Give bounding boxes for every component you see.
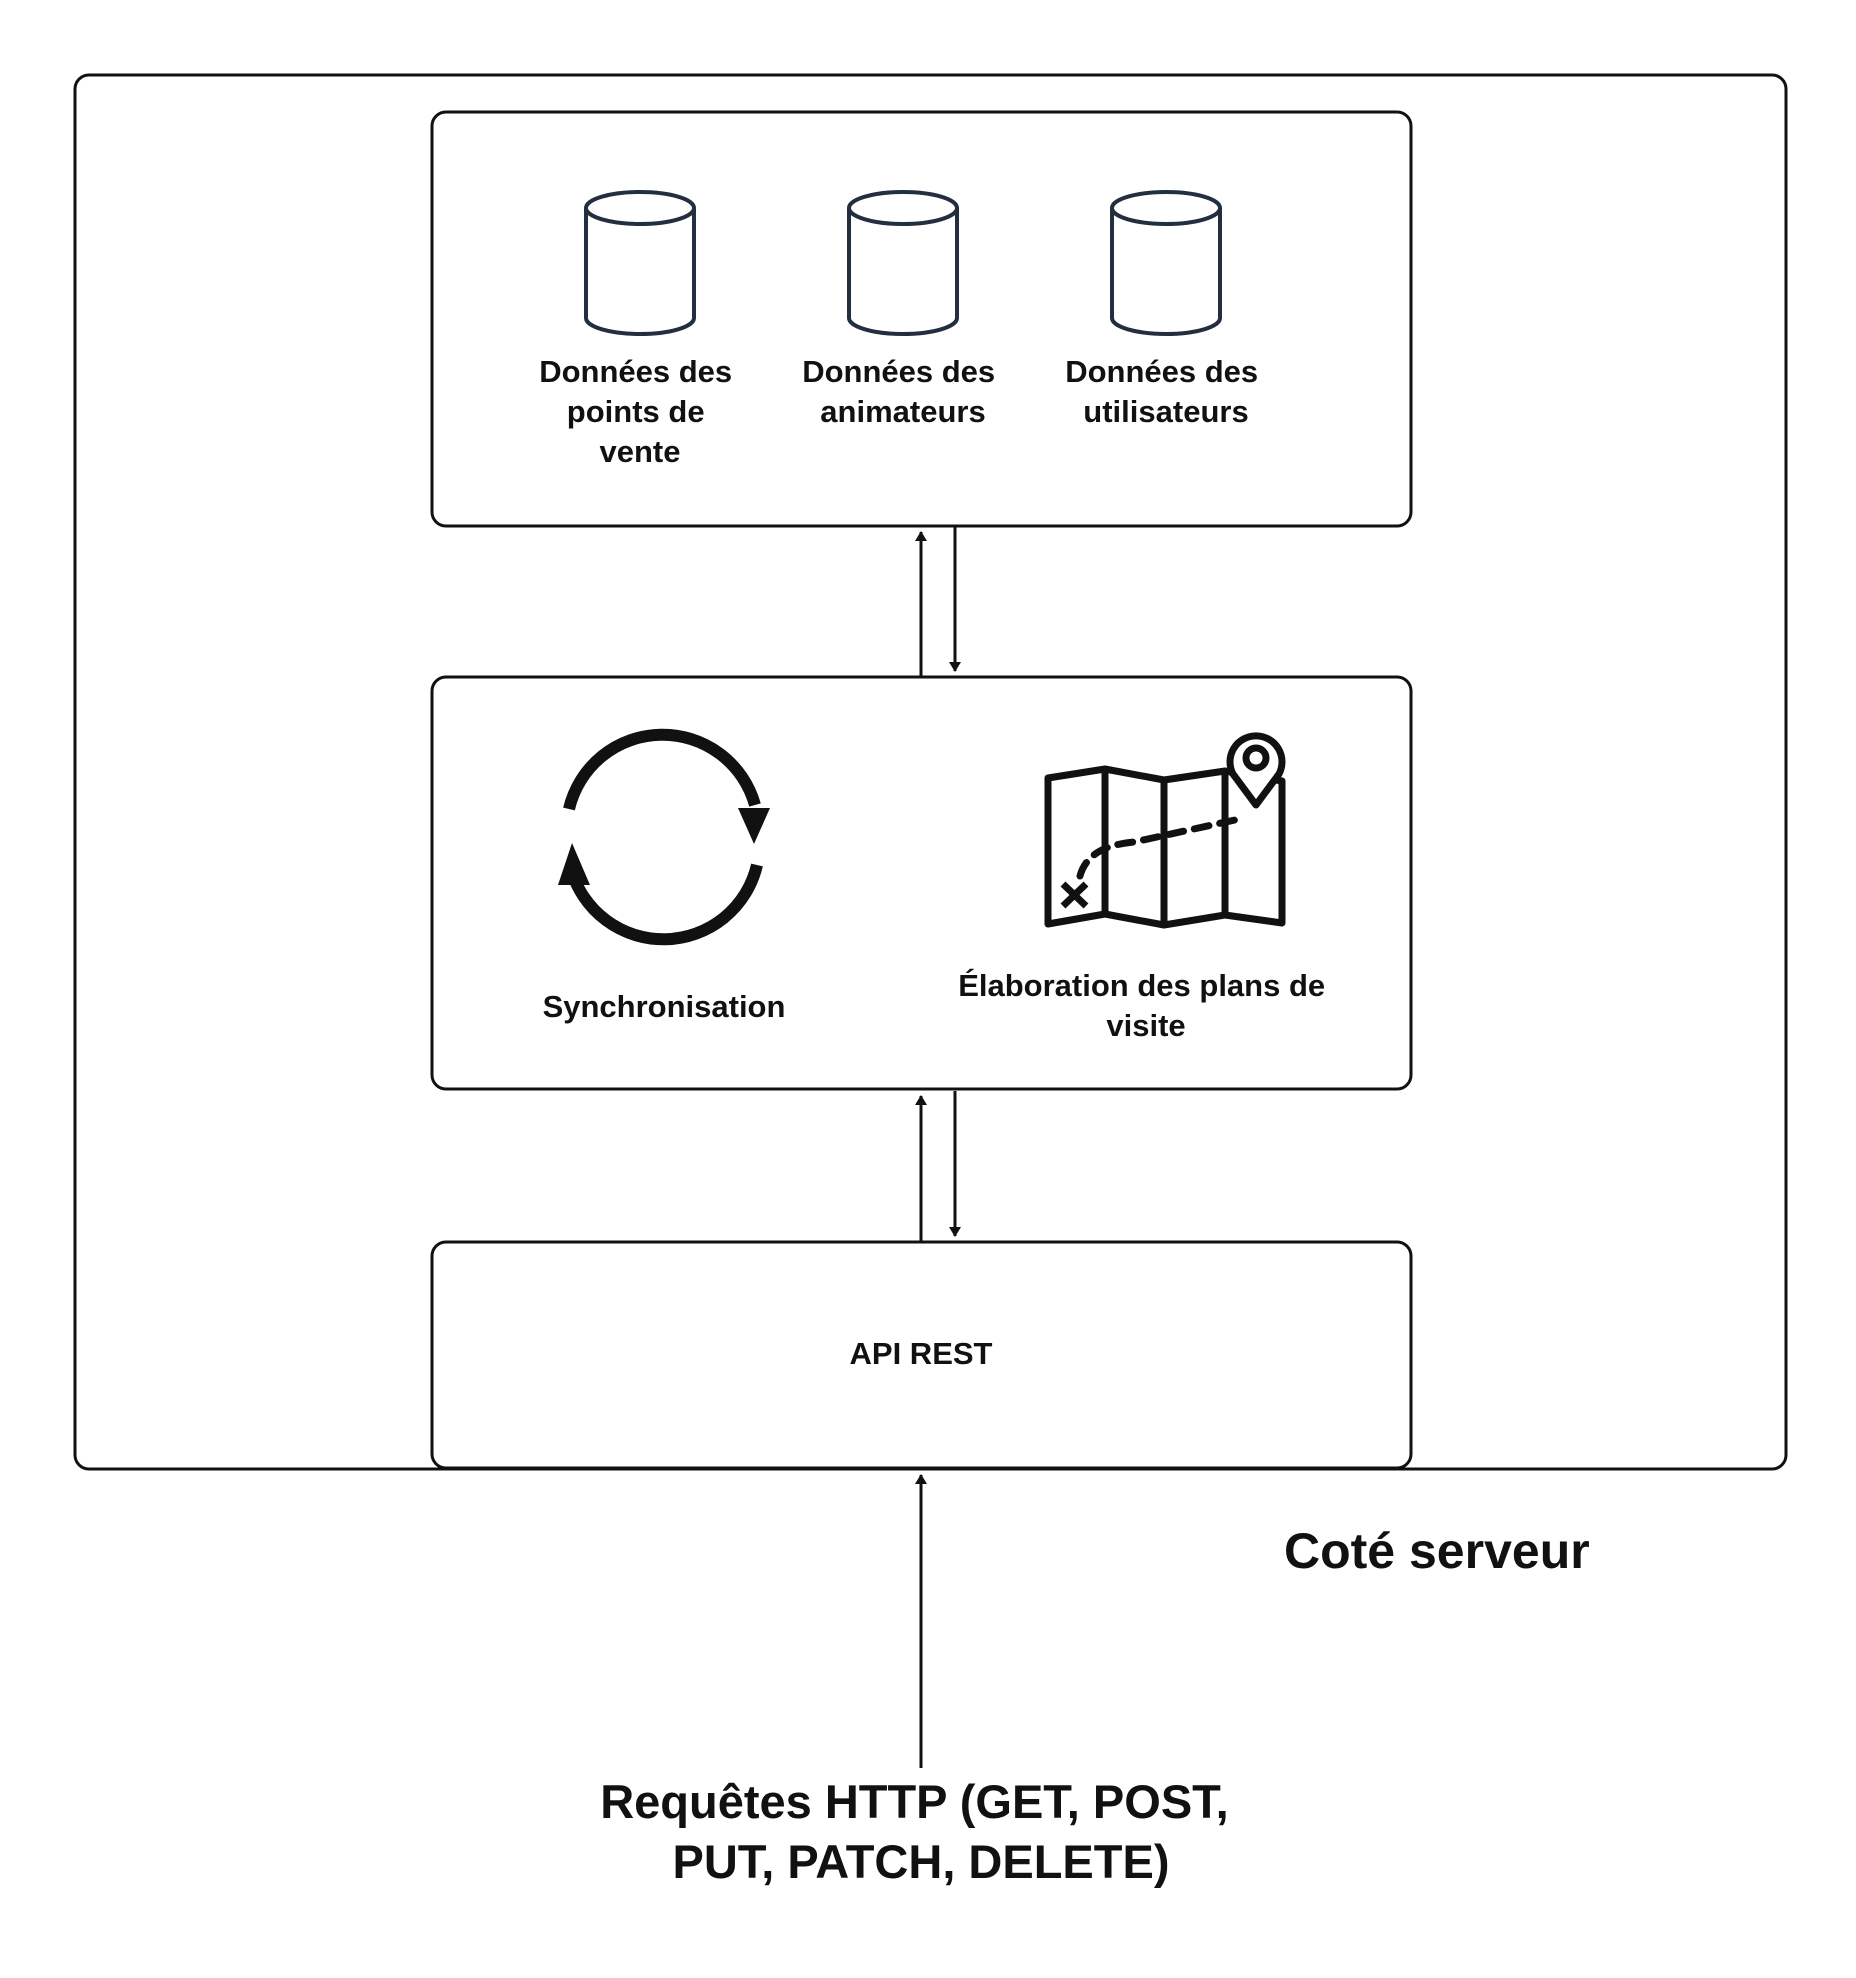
sync-icon: [558, 728, 770, 946]
server-label: Coté serveur: [1284, 1523, 1590, 1579]
database-label-utilisateurs: Données des utilisateurs: [1065, 354, 1267, 429]
planning-label: Élaboration des plans de visite: [958, 968, 1334, 1043]
database-icon-utilisateurs: [1110, 190, 1222, 336]
api-rest-label: API REST: [850, 1336, 993, 1371]
database-label-animateurs: Données des animateurs: [802, 354, 1004, 429]
database-icon-points-de-vente: [584, 190, 696, 336]
api-rest-box: [430, 1240, 1413, 1470]
data-layer-box: [430, 110, 1413, 528]
database-label-points-de-vente: Données des points de vente: [539, 354, 741, 469]
map-icon: [1044, 732, 1286, 929]
http-requests-label: Requêtes HTTP (GET, POST, PUT, PATCH, DE…: [600, 1775, 1242, 1888]
sync-label: Synchronisation: [543, 989, 786, 1024]
database-icon-animateurs: [847, 190, 959, 336]
